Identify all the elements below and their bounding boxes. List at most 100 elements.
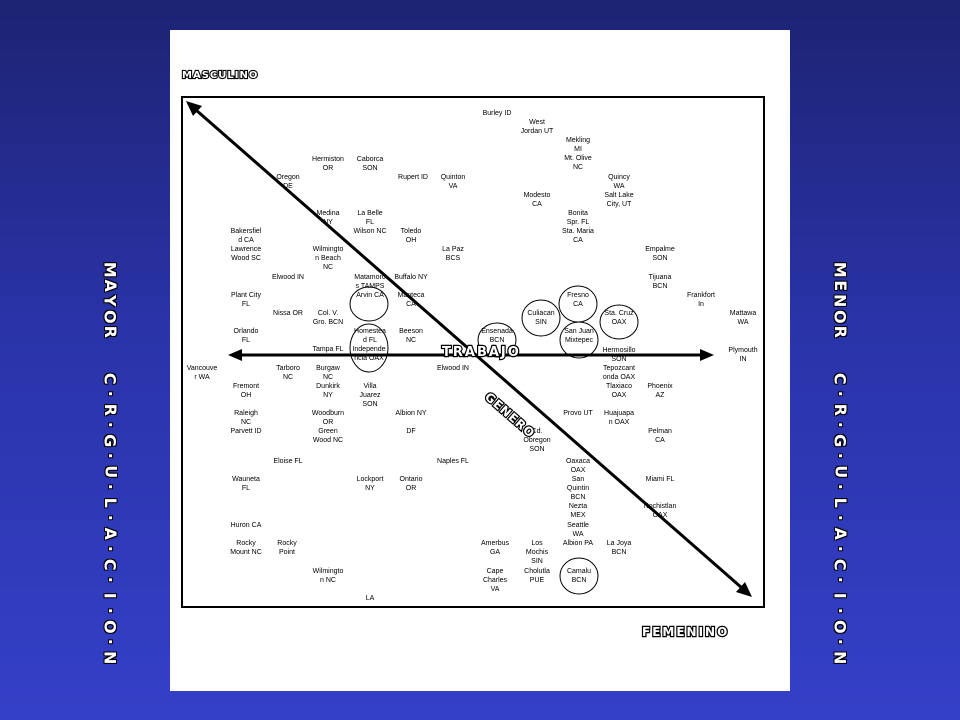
- circle-ensenada: [477, 322, 517, 358]
- trabajo-label: TRABAJO: [442, 345, 521, 360]
- place-label: Wilson NC: [353, 228, 386, 235]
- place-label: Albion PA: [563, 540, 594, 547]
- place-label: Albion NY: [395, 410, 426, 417]
- place-label: Miami FL: [646, 476, 675, 483]
- plot-frame: [181, 96, 765, 608]
- place-label: Rupert ID: [398, 174, 428, 181]
- circle-camalu: [559, 557, 599, 595]
- place-label: Buffalo NY: [394, 274, 428, 281]
- circle-arvin: [349, 286, 389, 322]
- place-label: DF: [406, 428, 415, 435]
- circle-homestead: [349, 323, 389, 373]
- circle-sanjuan: [559, 321, 599, 359]
- circle-stacruz: [599, 304, 639, 340]
- place-label: Burley ID: [483, 110, 512, 117]
- place-label: Eloise FL: [273, 458, 302, 465]
- place-label: Huron CA: [231, 522, 262, 529]
- place-label: Col. V.Gro. BCN: [313, 310, 343, 326]
- place-label: Elwood IN: [272, 274, 304, 281]
- place-label: Parvett ID: [230, 428, 261, 435]
- femenino-label: FEMENINO: [642, 625, 729, 639]
- genero-axis: [186, 101, 752, 597]
- place-label: LA: [366, 595, 375, 602]
- masculino-label: MASCULINO: [182, 70, 258, 81]
- place-label: Nissa OR: [273, 310, 303, 317]
- circle-culiacan: [521, 299, 561, 337]
- trabajo-axis: [228, 349, 714, 361]
- place-label: Tampa FL: [312, 346, 343, 353]
- place-label: Naples FL: [437, 458, 469, 465]
